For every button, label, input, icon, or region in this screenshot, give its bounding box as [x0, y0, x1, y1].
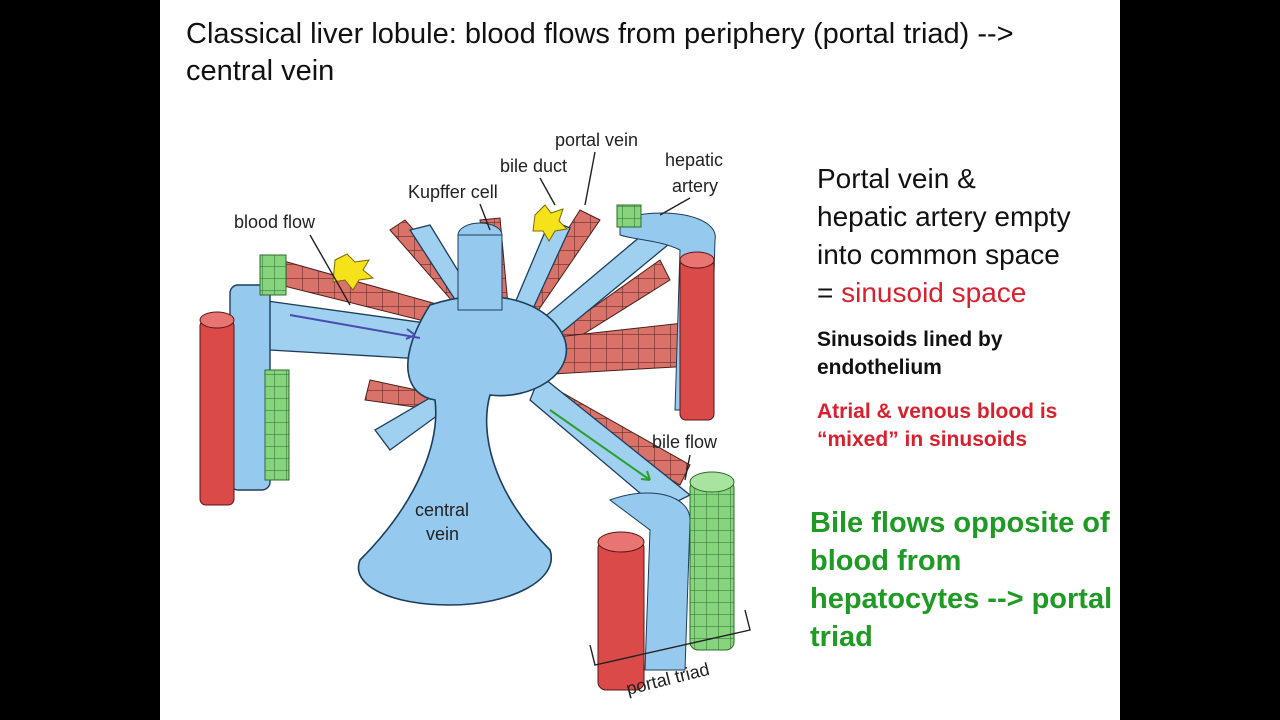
label-central: central — [415, 500, 469, 520]
central-vein — [357, 222, 568, 606]
label-bile-duct: bile duct — [500, 156, 567, 176]
mixed-blood-note: Atrial & venous blood is “mixed” in sinu… — [817, 400, 1058, 451]
portal-vein-note: Portal vein & hepatic artery empty into … — [817, 163, 1071, 308]
label-bile-flow: bile flow — [652, 432, 718, 452]
portal-triad-left — [199, 254, 290, 506]
portal-triad-upper-right — [616, 204, 716, 421]
label-portal-vein: portal vein — [555, 130, 638, 150]
slide: Classical liver lobule: blood flows from… — [160, 0, 1120, 720]
kupffer-cells — [332, 204, 569, 291]
label-kupffer-cell: Kupffer cell — [408, 182, 498, 202]
label-artery: artery — [672, 176, 718, 196]
label-vein: vein — [426, 524, 459, 544]
sinusoid-space-highlight: sinusoid space — [841, 277, 1027, 308]
liver-lobule-diagram: portal vein bile duct hepatic artery Kup… — [199, 130, 751, 699]
bile-flow-note: Bile flows opposite of blood from hepato… — [810, 507, 1113, 653]
sinusoid-lining-note: Sinusoids lined by endothelium — [817, 328, 1003, 379]
portal-triad-bottom-right — [597, 471, 735, 691]
leader-lines — [309, 151, 751, 666]
diagram-labels: portal vein bile duct hepatic artery Kup… — [234, 130, 723, 699]
label-hepatic: hepatic — [665, 150, 723, 170]
slide-title: Classical liver lobule: blood flows from… — [186, 18, 1014, 87]
label-blood-flow: blood flow — [234, 212, 316, 232]
flow-arrows — [289, 314, 651, 481]
